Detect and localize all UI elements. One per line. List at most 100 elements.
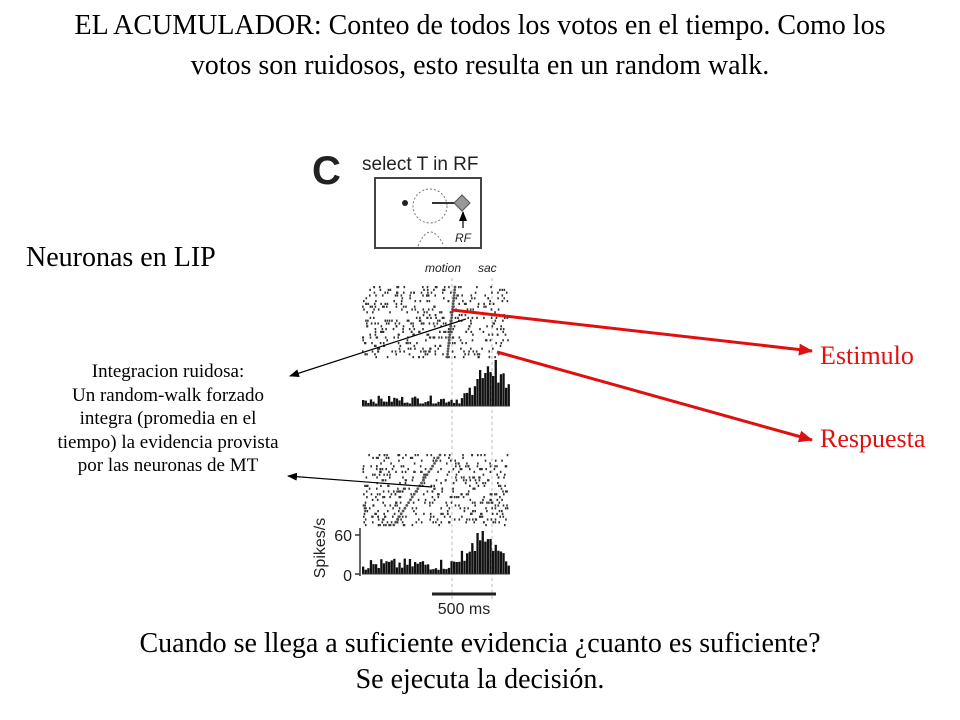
spike-tick xyxy=(465,302,467,305)
spike-tick xyxy=(382,479,385,482)
psth-bin xyxy=(471,394,474,406)
psth-bin xyxy=(427,401,430,406)
spike-tick xyxy=(473,297,476,300)
psth-bin xyxy=(497,550,500,574)
spike-tick xyxy=(378,454,381,457)
event-marker xyxy=(451,302,455,306)
spike-tick xyxy=(491,501,494,504)
spike-tick xyxy=(460,468,463,471)
spike-tick xyxy=(496,328,498,331)
spike-tick xyxy=(492,347,494,350)
spike-tick xyxy=(472,333,474,336)
spike-tick xyxy=(430,515,432,518)
spike-tick xyxy=(479,501,482,504)
spike-tick xyxy=(413,291,415,294)
spike-tick xyxy=(477,305,479,308)
psth-bin xyxy=(421,561,425,574)
spike-tick xyxy=(429,512,432,515)
spike-tick xyxy=(408,328,411,331)
event-marker xyxy=(446,352,449,356)
spike-tick xyxy=(375,468,378,471)
spike-tick xyxy=(477,454,479,457)
spike-tick xyxy=(498,521,500,524)
spike-tick xyxy=(362,350,364,353)
spike-tick xyxy=(377,308,380,311)
spike-tick xyxy=(429,518,431,521)
spike-tick xyxy=(412,333,415,336)
spike-tick xyxy=(387,288,390,291)
spike-tick xyxy=(362,465,365,468)
spike-tick xyxy=(400,302,403,305)
spike-tick xyxy=(482,521,485,524)
spike-tick xyxy=(435,316,437,319)
spike-tick xyxy=(474,479,477,482)
psth-bin xyxy=(382,563,386,574)
annotation-line: Integracion ruidosa: xyxy=(91,361,245,382)
spike-tick xyxy=(421,322,423,325)
spike-tick xyxy=(447,330,450,333)
spike-tick xyxy=(475,482,478,485)
psth-bin xyxy=(494,360,497,406)
psth-bin xyxy=(403,402,406,406)
spike-tick xyxy=(399,350,401,353)
event-marker xyxy=(451,305,455,308)
spike-tick xyxy=(485,305,487,308)
spike-tick xyxy=(470,512,473,515)
spike-tick xyxy=(439,311,441,314)
spike-tick xyxy=(426,286,429,289)
event-marker xyxy=(447,344,450,348)
spike-tick xyxy=(375,456,378,459)
psth-bin xyxy=(481,378,484,406)
spike-tick xyxy=(408,353,411,356)
spike-tick xyxy=(501,510,503,513)
spike-tick xyxy=(406,319,409,322)
spike-tick xyxy=(469,498,472,501)
psth-bottom xyxy=(362,531,510,574)
spike-tick xyxy=(411,479,414,482)
spike-tick xyxy=(364,484,366,487)
spike-tick xyxy=(428,322,431,325)
spike-tick xyxy=(455,479,458,482)
spike-tick xyxy=(382,501,384,504)
spike-tick xyxy=(458,314,461,317)
spike-tick xyxy=(399,482,401,485)
rf-label: RF xyxy=(455,231,472,245)
spike-tick xyxy=(420,291,423,294)
spike-tick xyxy=(414,347,416,350)
spike-tick xyxy=(397,286,400,289)
spike-tick xyxy=(501,512,504,515)
spike-tick xyxy=(470,319,472,322)
spike-tick xyxy=(500,342,503,345)
spike-tick xyxy=(454,504,457,507)
spike-tick xyxy=(427,308,430,311)
spike-tick xyxy=(426,353,429,356)
spike-tick xyxy=(455,496,458,499)
spike-tick xyxy=(375,300,377,303)
spike-tick xyxy=(504,316,506,319)
spike-tick xyxy=(488,501,490,504)
spike-tick xyxy=(496,498,499,501)
spike-tick xyxy=(406,311,408,314)
spike-tick xyxy=(479,468,481,471)
spike-tick xyxy=(445,336,447,339)
spike-tick xyxy=(448,507,451,510)
spike-tick xyxy=(470,294,473,297)
spike-tick xyxy=(387,510,389,513)
spike-tick xyxy=(365,319,367,322)
spike-tick xyxy=(440,482,442,485)
spike-tick xyxy=(380,325,383,328)
spike-tick xyxy=(440,468,442,471)
spike-tick xyxy=(497,504,500,507)
spike-tick xyxy=(442,322,445,325)
spike-tick xyxy=(425,339,427,342)
spike-tick xyxy=(419,465,422,468)
spike-tick xyxy=(455,462,457,465)
spike-tick xyxy=(445,501,448,504)
spike-tick xyxy=(426,490,429,493)
psth-bin xyxy=(484,373,487,406)
spike-tick xyxy=(401,521,404,524)
spike-tick xyxy=(386,291,389,294)
spike-tick xyxy=(430,484,433,487)
spike-tick xyxy=(374,305,377,308)
spike-tick xyxy=(402,487,405,490)
